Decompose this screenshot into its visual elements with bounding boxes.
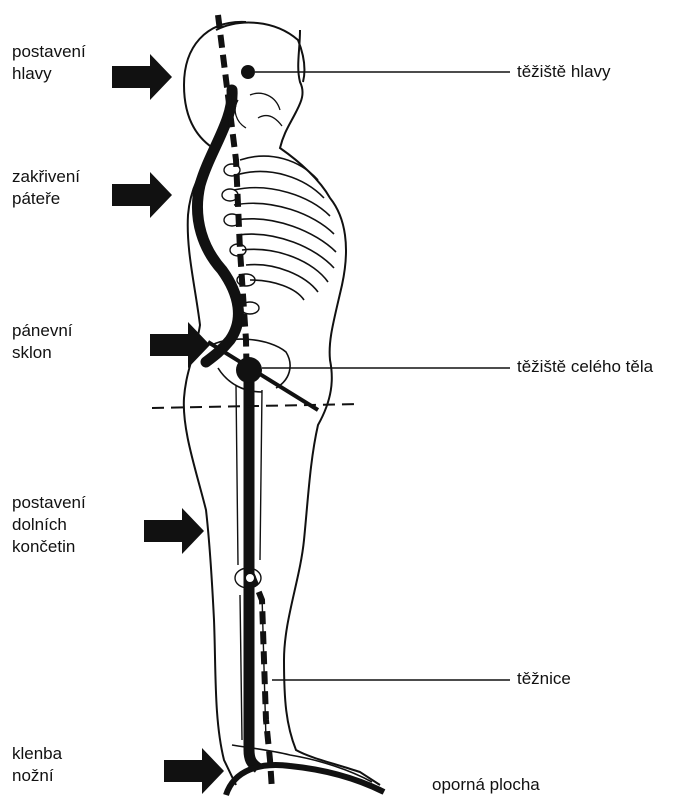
foot-arch-curve — [226, 765, 384, 795]
label-pelvic-tilt: pánevní sklon — [12, 320, 73, 364]
label-body-cog: těžiště celého těla — [517, 356, 653, 378]
label-spine-curvature: zakřivení páteře — [12, 166, 80, 210]
label-plumb-line: těžnice — [517, 668, 571, 690]
arrow-spine-icon — [112, 172, 172, 218]
arrow-head-icon — [112, 54, 172, 100]
arrow-arch-icon — [164, 748, 224, 794]
knee-dot — [245, 573, 255, 583]
head-cog-dot — [241, 65, 255, 79]
label-foot-arch: klenba nožní — [12, 743, 62, 787]
label-head-posture: postavení hlavy — [12, 41, 86, 85]
gravity-axis — [249, 366, 258, 768]
body-cog-dot — [236, 357, 262, 383]
rib-cage — [234, 156, 336, 300]
label-head-cog: těžiště hlavy — [517, 61, 611, 83]
face-detail — [235, 93, 282, 128]
label-support-base: oporná plocha — [432, 774, 540, 796]
arrow-limbs-icon — [144, 508, 204, 554]
head-contour — [216, 23, 304, 82]
label-lower-limbs: postavení dolních končetin — [12, 492, 86, 558]
